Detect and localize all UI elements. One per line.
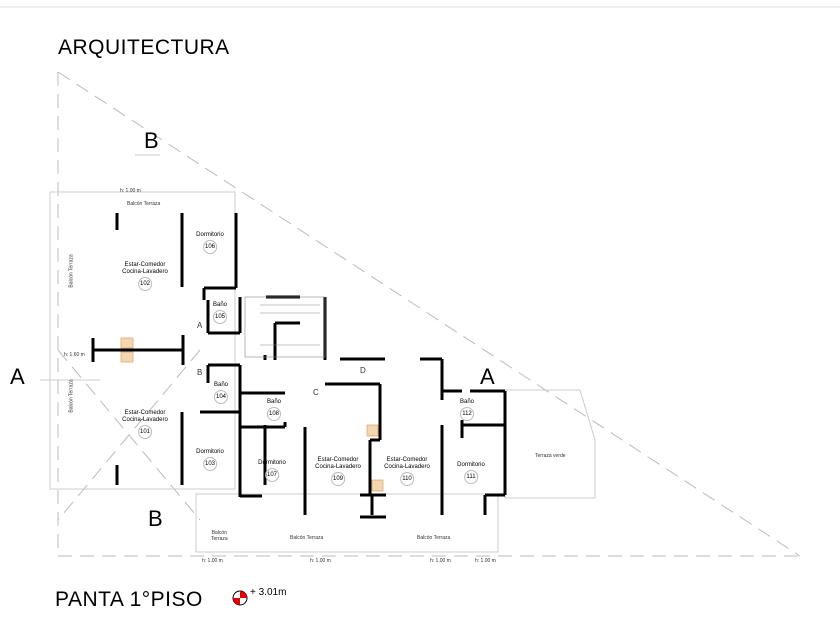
- door-label-d: D: [360, 366, 366, 375]
- section-mark-b-top: B: [144, 128, 159, 153]
- plan-title: PANTA 1°PISO: [55, 588, 203, 611]
- balcon-terraza-bottom-right: Balcón Terraza: [417, 535, 451, 541]
- section-mark-a-left: A: [10, 364, 25, 389]
- height-bottom-1: h: 1.00 m: [202, 558, 223, 564]
- walls: [91, 213, 507, 519]
- height-top: h: 1.00 m: [120, 188, 141, 194]
- section-lines: [57, 71, 801, 557]
- balcon-terraza-small: Balcón Terraza: [211, 530, 228, 542]
- height-bottom-4: h: 1.00 m: [475, 558, 496, 564]
- height-bottom-3: h: 1.00 m: [430, 558, 451, 564]
- height-bottom-2: h: 1.00 m: [310, 558, 331, 564]
- balcon-terraza-left-top: Balcón Terraza: [68, 254, 75, 288]
- door-label-b: B: [197, 368, 203, 377]
- stairs: [244, 296, 326, 358]
- level-marker-icon: [232, 590, 248, 606]
- section-mark-a-right: A: [480, 364, 495, 389]
- section-mark-b-bottom: B: [148, 506, 163, 531]
- door-label-a: A: [197, 321, 203, 330]
- balcon-terraza-left-bottom: Balcón Terraza: [68, 379, 75, 413]
- kitchen-fixtures: [120, 337, 384, 492]
- door-label-c: C: [313, 388, 319, 397]
- balcon-terraza-bottom-mid: Balcón Terraza: [290, 535, 324, 541]
- height-left: h: 1.60 m: [64, 352, 85, 358]
- balcon-terraza-top: Balcón Terraza: [127, 201, 161, 207]
- level-label: + 3.01m: [250, 587, 287, 598]
- header-title: ARQUITECTURA: [58, 36, 230, 59]
- terraza-verde: Terraza verde: [535, 453, 566, 459]
